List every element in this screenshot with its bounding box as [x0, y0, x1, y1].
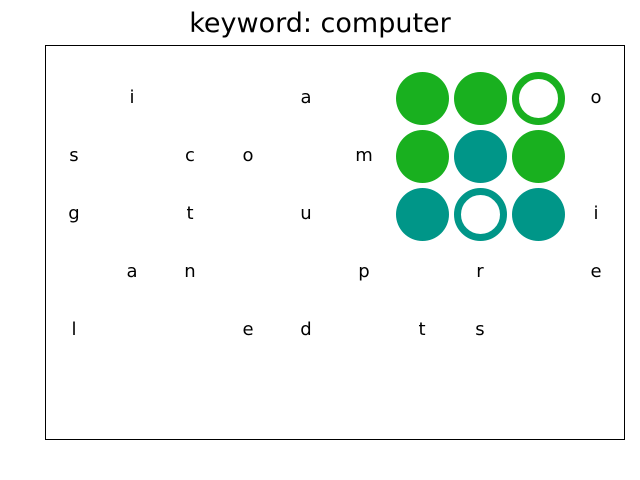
grid-letter: c — [185, 145, 195, 166]
token-cell[interactable] — [393, 127, 451, 185]
grid-letter: g — [68, 203, 80, 224]
grid-cell[interactable]: t — [161, 185, 219, 243]
token-cell[interactable] — [509, 69, 567, 127]
grid-letter: m — [355, 145, 373, 166]
grid-cell[interactable]: o — [219, 127, 277, 185]
grid-letter: o — [242, 145, 254, 166]
grid-cell[interactable]: m — [335, 127, 393, 185]
grid-cell[interactable]: a — [103, 243, 161, 301]
grid-cell[interactable]: r — [451, 243, 509, 301]
grid-cell[interactable]: d — [277, 301, 335, 359]
grid-letter: i — [593, 203, 599, 224]
grid-cell[interactable]: e — [219, 301, 277, 359]
grid-letter: a — [300, 87, 312, 108]
grid-cell[interactable]: c — [161, 127, 219, 185]
grid-letter: p — [358, 261, 370, 282]
grid-letter: d — [300, 319, 312, 340]
puzzle-title: keyword: computer — [189, 8, 451, 39]
teal-filled-token[interactable] — [395, 187, 449, 241]
token-cell[interactable] — [393, 185, 451, 243]
green-filled-token[interactable] — [511, 129, 565, 183]
green-ring-token[interactable] — [511, 71, 565, 125]
letter-grid-board: i a o s c o m g t u i a n p r e l e d t s — [45, 45, 625, 440]
grid-letter: s — [69, 145, 79, 166]
grid-cell[interactable]: i — [567, 185, 625, 243]
grid-letter: a — [126, 261, 138, 282]
teal-filled-token[interactable] — [511, 187, 565, 241]
grid-cell[interactable]: i — [103, 69, 161, 127]
grid-letter: i — [129, 87, 135, 108]
green-filled-token[interactable] — [395, 71, 449, 125]
grid-letter: e — [590, 261, 602, 282]
token-cell[interactable] — [451, 127, 509, 185]
grid-letter: e — [242, 319, 254, 340]
teal-ring-token[interactable] — [453, 187, 507, 241]
grid-letter: n — [184, 261, 196, 282]
grid-cell[interactable]: g — [45, 185, 103, 243]
grid-cell[interactable]: a — [277, 69, 335, 127]
grid-letter: s — [475, 319, 485, 340]
grid-cell[interactable]: u — [277, 185, 335, 243]
grid-letter: r — [476, 261, 484, 282]
grid-cell[interactable]: p — [335, 243, 393, 301]
grid-cell[interactable]: s — [45, 127, 103, 185]
grid-letter: l — [71, 319, 77, 340]
token-cell[interactable] — [509, 185, 567, 243]
grid-cell[interactable]: o — [567, 69, 625, 127]
grid-cell[interactable]: t — [393, 301, 451, 359]
grid-letter: o — [590, 87, 602, 108]
token-cell[interactable] — [451, 185, 509, 243]
grid-cell[interactable]: l — [45, 301, 103, 359]
teal-filled-token[interactable] — [453, 129, 507, 183]
token-cell[interactable] — [393, 69, 451, 127]
token-cell[interactable] — [451, 69, 509, 127]
grid-letter: u — [300, 203, 312, 224]
grid-cell[interactable]: e — [567, 243, 625, 301]
grid-letter: t — [418, 319, 426, 340]
green-filled-token[interactable] — [453, 71, 507, 125]
grid-cell[interactable]: n — [161, 243, 219, 301]
token-cell[interactable] — [509, 127, 567, 185]
grid-cell[interactable]: s — [451, 301, 509, 359]
grid-letter: t — [186, 203, 194, 224]
green-filled-token[interactable] — [395, 129, 449, 183]
